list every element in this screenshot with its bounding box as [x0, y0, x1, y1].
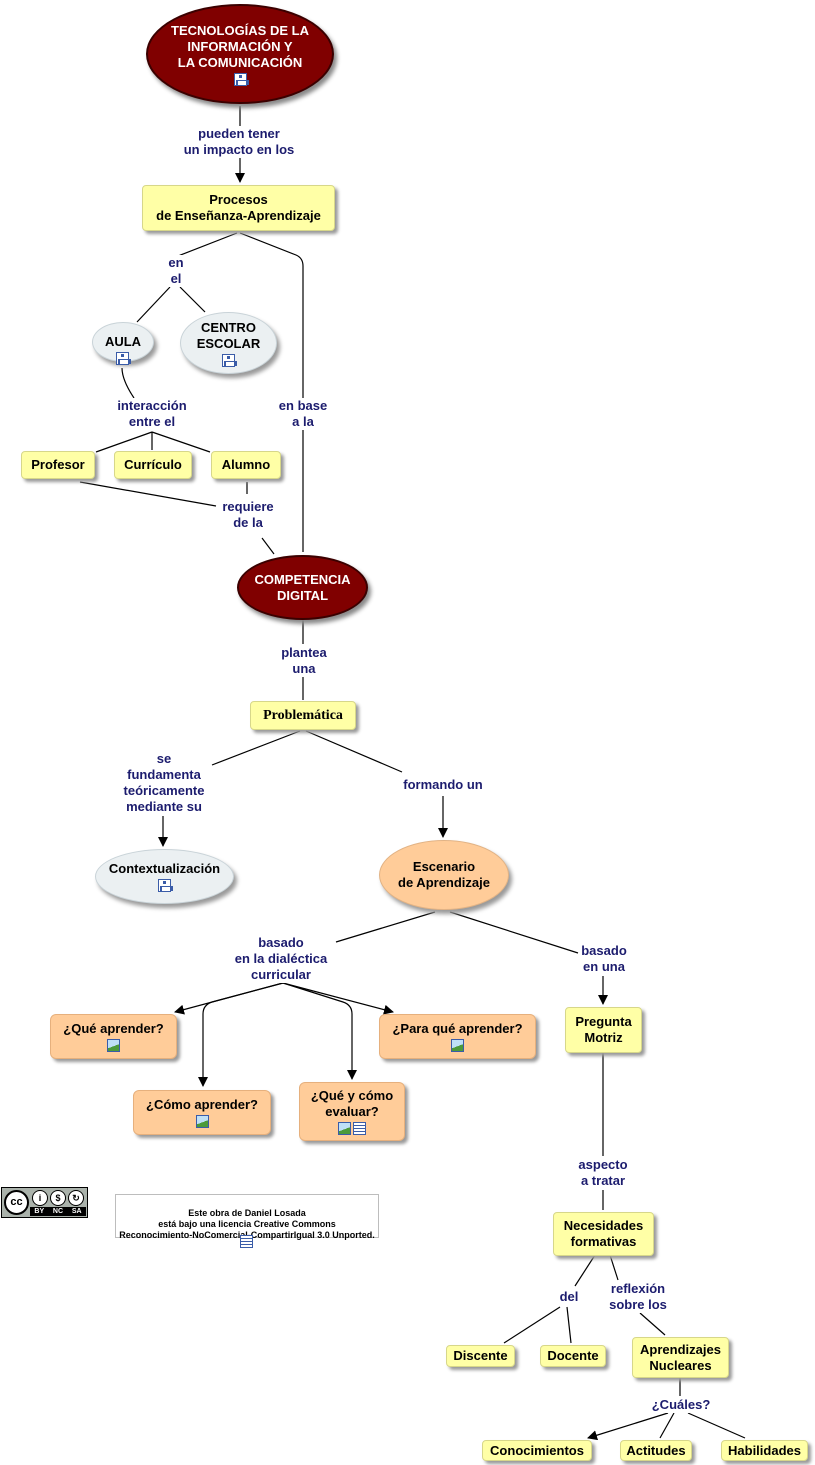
document-icon[interactable] [240, 1235, 253, 1248]
link-label-en-el: en el [166, 255, 186, 287]
node-centro-escolar[interactable]: CENTRO ESCOLAR [180, 312, 277, 374]
node-conocimientos[interactable]: Conocimientos [482, 1440, 592, 1461]
link-label-formando: formando un [401, 777, 485, 793]
node-competencia-digital[interactable]: COMPETENCIA DIGITAL [237, 555, 368, 620]
node-label: Docente [547, 1348, 599, 1363]
node-label: Pregunta Motriz [575, 1014, 632, 1045]
node-profesor[interactable]: Profesor [21, 451, 95, 479]
node-contextualizacion[interactable]: Contextualización [95, 849, 234, 904]
sharealike-icon: ↻ [68, 1190, 84, 1206]
node-habilidades[interactable]: Habilidades [721, 1440, 808, 1461]
node-label: Currículo [124, 457, 182, 472]
node-label: ¿Para qué aprender? [392, 1021, 523, 1036]
node-para-que-aprender[interactable]: ¿Para qué aprender? [379, 1014, 536, 1059]
node-procesos-ensenanza-aprendizaje[interactable]: Procesos de Enseñanza-Aprendizaje [142, 185, 335, 231]
node-que-como-evaluar[interactable]: ¿Qué y cómo evaluar? [299, 1082, 405, 1141]
node-label: Discente [453, 1348, 508, 1363]
link-label-basado-dialectica: basado en la dialéctica curricular [232, 935, 330, 983]
link-label-del: del [557, 1289, 581, 1305]
node-label: COMPETENCIA DIGITAL [254, 571, 351, 603]
node-label: Problemática [263, 707, 343, 723]
concept-map-icon[interactable] [233, 72, 249, 86]
concept-map-icon[interactable] [158, 879, 173, 892]
cc-logo-icon: cc [4, 1190, 29, 1215]
node-como-aprender[interactable]: ¿Cómo aprender? [133, 1090, 271, 1135]
node-actitudes[interactable]: Actitudes [620, 1440, 692, 1461]
node-label: Escenario de Aprendizaje [398, 859, 490, 890]
node-label: ¿Qué y cómo evaluar? [310, 1088, 394, 1119]
node-label: ¿Qué aprender? [63, 1021, 164, 1036]
link-label-impacto: pueden tener un impacto en los [181, 126, 297, 158]
node-pregunta-motriz[interactable]: Pregunta Motriz [565, 1007, 642, 1053]
license-text: Este obra de Daniel Losada está bajo una… [119, 1208, 375, 1240]
link-label-basado-una: basado en una [579, 943, 629, 975]
node-label: Necesidades formativas [563, 1218, 644, 1249]
concept-map-icon[interactable] [222, 353, 237, 367]
link-label-cuales: ¿Cuáles? [649, 1397, 713, 1413]
node-curriculo[interactable]: Currículo [114, 451, 192, 479]
node-label: Aprendizajes Nucleares [640, 1341, 721, 1373]
attribution-icon: i [32, 1190, 48, 1206]
node-label: CENTRO ESCOLAR [196, 319, 261, 351]
node-alumno[interactable]: Alumno [211, 451, 281, 479]
link-label-en-base: en base a la [276, 398, 330, 430]
image-icon[interactable] [338, 1122, 351, 1135]
node-label: Procesos de Enseñanza-Aprendizaje [156, 192, 321, 223]
license-text-box: Este obra de Daniel Losada está bajo una… [115, 1194, 379, 1248]
node-problematica[interactable]: Problemática [250, 701, 356, 730]
node-label: Alumno [221, 457, 271, 472]
link-label-aspecto: aspecto a tratar [576, 1157, 630, 1189]
node-label: AULA [104, 334, 142, 349]
node-label: Conocimientos [490, 1442, 584, 1458]
document-icon[interactable] [353, 1122, 366, 1135]
node-label: Habilidades [728, 1442, 801, 1458]
node-tecnologias-informacion-comunicacion[interactable]: TECNOLOGÍAS DE LA INFORMACIÓN Y LA COMUN… [146, 4, 334, 104]
node-que-aprender[interactable]: ¿Qué aprender? [50, 1014, 177, 1059]
node-docente[interactable]: Docente [540, 1345, 606, 1367]
node-label: Actitudes [626, 1442, 686, 1458]
license-terms-band: BY NC SA [30, 1207, 86, 1216]
concept-map-icon[interactable] [116, 352, 131, 365]
link-label-requiere: requiere de la [220, 499, 276, 531]
node-label: ¿Cómo aprender? [146, 1097, 258, 1112]
creative-commons-badge[interactable]: cc i $ ↻ BY NC SA [1, 1187, 88, 1218]
node-aprendizajes-nucleares[interactable]: Aprendizajes Nucleares [632, 1337, 729, 1378]
noncommercial-icon: $ [50, 1190, 66, 1206]
term-sa: SA [71, 1208, 82, 1215]
license-terms-icons: i $ ↻ [32, 1190, 84, 1206]
link-label-interaccion: interacción entre el [115, 398, 189, 430]
term-by: BY [34, 1208, 45, 1215]
node-label: Contextualización [108, 861, 221, 876]
image-icon[interactable] [195, 1115, 209, 1128]
link-label-fundamenta: se fundamenta teóricamente mediante su [121, 751, 207, 815]
node-necesidades-formativas[interactable]: Necesidades formativas [553, 1212, 654, 1256]
image-icon[interactable] [107, 1039, 120, 1052]
term-nc: NC [52, 1208, 64, 1215]
image-icon[interactable] [451, 1039, 464, 1052]
link-label-reflexion: reflexión sobre los [607, 1281, 669, 1313]
node-label: Profesor [31, 457, 85, 472]
node-label: TECNOLOGÍAS DE LA INFORMACIÓN Y LA COMUN… [171, 22, 309, 70]
node-escenario-aprendizaje[interactable]: Escenario de Aprendizaje [379, 840, 509, 910]
node-discente[interactable]: Discente [446, 1345, 515, 1367]
link-label-plantea: plantea una [279, 645, 329, 677]
